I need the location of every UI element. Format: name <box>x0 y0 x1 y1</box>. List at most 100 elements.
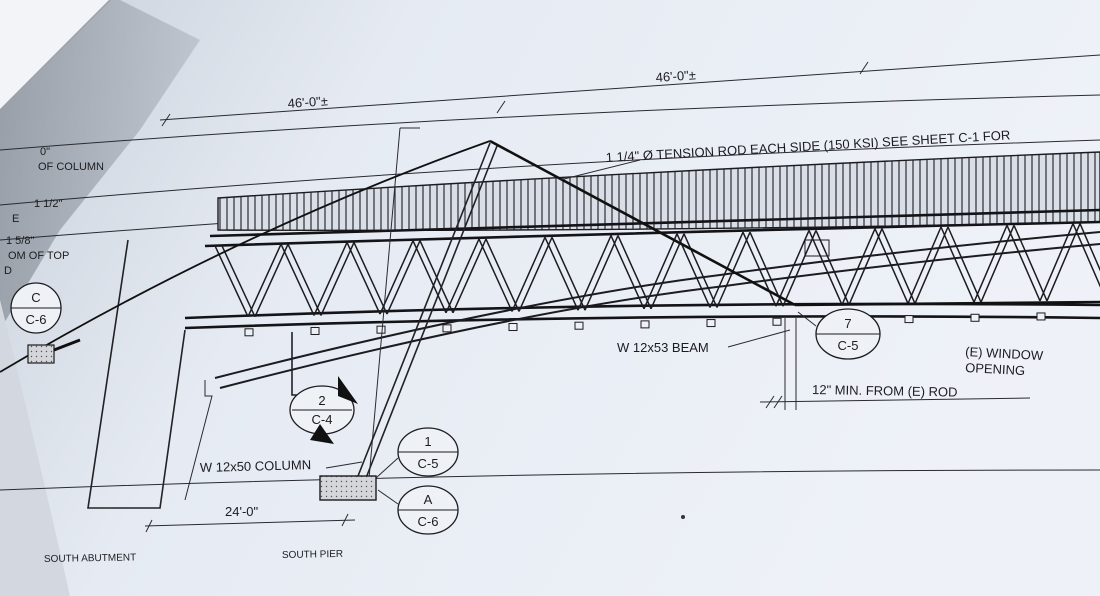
column-callout: W 12x50 COLUMN <box>200 457 312 475</box>
truss-diagonal <box>254 243 289 318</box>
truss-diagonal <box>584 235 619 311</box>
beam-callout: W 12x53 BEAM <box>617 340 709 355</box>
truss-diagonal <box>808 230 843 306</box>
truss-diagonal <box>914 226 949 304</box>
section-mark-top: 2 <box>318 393 325 408</box>
rod-anchor <box>27 338 81 364</box>
truss-diagonal <box>980 224 1015 303</box>
dimension-left: 46'-0"± <box>287 93 328 111</box>
truss-diagonal <box>716 231 751 308</box>
truss-diagonal <box>478 238 513 312</box>
bridge-deck <box>217 151 1100 232</box>
section-mark-bottom: C-6 <box>418 514 439 529</box>
truss-diagonal <box>247 243 282 318</box>
truss-diagonal <box>551 236 586 311</box>
chord-tab <box>574 321 584 330</box>
ink-dot <box>681 515 685 519</box>
truss-diagonal <box>412 240 447 314</box>
truss-diagonal <box>775 230 810 307</box>
south-abutment <box>87 239 186 509</box>
chord-tab <box>970 313 980 322</box>
truss-diagonal <box>709 231 744 308</box>
left-page-fold <box>0 300 70 596</box>
cropped-label: D <box>4 265 12 277</box>
truss-diagonal <box>1079 223 1100 272</box>
truss-diagonal <box>1006 224 1041 302</box>
truss-diagonal <box>1046 223 1081 302</box>
south-abutment-label: SOUTH ABUTMENT <box>44 552 136 565</box>
chord-tab <box>904 315 914 324</box>
truss-diagonal <box>940 226 975 303</box>
truss-diagonal <box>650 233 685 310</box>
cropped-label: OF COLUMN <box>38 161 104 173</box>
truss-diagonal <box>973 224 1008 303</box>
section-mark-top: 1 <box>424 434 431 449</box>
chord-tab <box>310 326 320 335</box>
truss-diagonal <box>280 243 315 316</box>
window-callout-line2: OPENING <box>965 360 1026 378</box>
cropped-label: E <box>12 213 19 225</box>
cropped-label: 1 5/8" <box>6 235 34 247</box>
truss-diagonal <box>782 230 817 307</box>
chord-tab <box>376 325 386 334</box>
truss-diagonal <box>452 238 487 314</box>
chord-tab <box>442 324 452 333</box>
section-mark-top: 7 <box>844 316 851 331</box>
truss-diagonal <box>1072 223 1100 288</box>
section-mark-bottom: C-5 <box>838 338 859 353</box>
truss-diagonal <box>346 242 381 315</box>
section-mark-c-4[interactable]: 2 C-4 <box>289 376 358 444</box>
chord-tab <box>706 319 716 328</box>
column-footing <box>319 475 377 501</box>
truss-diagonal <box>676 233 711 308</box>
truss-diagonal <box>518 236 553 312</box>
dimension-bottom: 24'-0" <box>225 504 259 519</box>
min-rod-dimension-label: 12" MIN. FROM (E) ROD <box>812 382 958 400</box>
chord-tab <box>772 317 782 326</box>
bridge-truss <box>184 208 1100 337</box>
cropped-label: 0" <box>40 146 50 158</box>
section-arrow-icon <box>338 376 358 404</box>
truss-diagonal <box>947 226 982 303</box>
column-leader <box>325 461 363 469</box>
truss-diagonal <box>485 238 520 312</box>
window-callout-line1: (E) WINDOW <box>965 344 1044 363</box>
truss-diagonal <box>353 242 388 315</box>
chord-tab <box>508 323 518 332</box>
truss-diagonal <box>610 235 645 310</box>
truss-diagonal <box>577 235 612 311</box>
chord-tab <box>244 328 254 337</box>
section-mark-c-5-beam[interactable]: 7 C-5 <box>797 308 881 360</box>
page-shadow <box>0 0 200 330</box>
truss-diagonal <box>683 233 718 308</box>
section-mark-c-5-column[interactable]: 1 C-5 <box>375 427 459 479</box>
min-rod-dimension <box>759 318 1031 410</box>
truss-diagonal <box>386 240 421 315</box>
south-pier-label: SOUTH PIER <box>282 549 343 561</box>
truss-diagonal <box>320 242 355 316</box>
truss-diagonal <box>313 242 348 316</box>
tension-rod <box>0 139 1100 373</box>
section-arrow-icon <box>310 424 334 444</box>
curved-member <box>214 231 1100 379</box>
bracket-detail <box>804 239 830 257</box>
truss-diagonal <box>907 226 942 304</box>
section-mark-c-6[interactable]: C C-6 <box>10 282 62 334</box>
column <box>357 142 498 479</box>
section-mark-bottom: C-5 <box>418 456 439 471</box>
pier-line <box>367 127 401 491</box>
truss-diagonal <box>848 228 883 306</box>
truss-diagonal <box>1039 223 1074 302</box>
cropped-left-labels: 0" OF COLUMN 1 1/2" E 1 5/8" OM OF TOP D <box>4 146 104 277</box>
cropped-label: OM OF TOP <box>8 250 69 262</box>
truss-diagonal <box>287 243 322 316</box>
section-mark-top: C <box>31 290 40 305</box>
section-mark-top: A <box>424 492 433 507</box>
truss-diagonal <box>445 238 480 314</box>
dimension-right: 46'-0"± <box>655 67 696 85</box>
chord-tab <box>1036 312 1046 321</box>
section-mark-a-c-6[interactable]: A C-6 <box>377 485 459 535</box>
section-mark-bottom: C-4 <box>312 412 333 427</box>
